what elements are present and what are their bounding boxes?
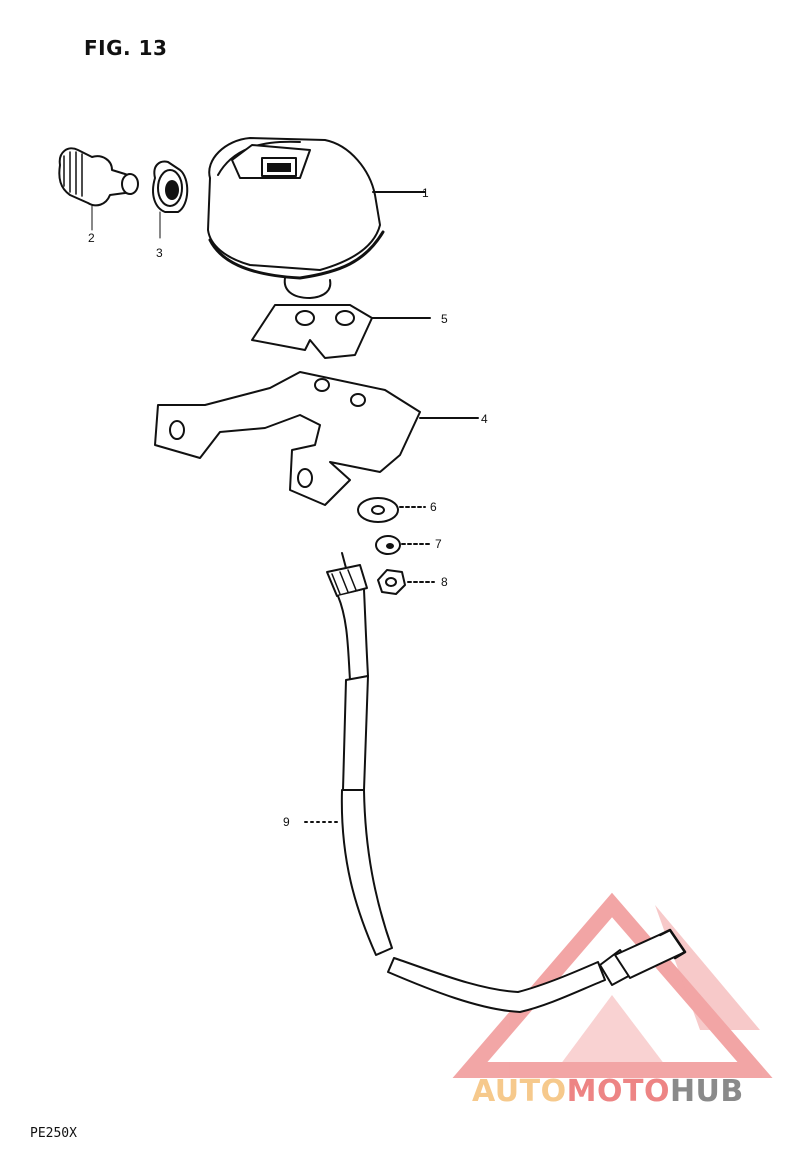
- grommet: [152, 160, 189, 239]
- callout-5: 5: [441, 312, 448, 326]
- lock-washer: [375, 535, 431, 555]
- figure-title: FIG. 13: [84, 36, 168, 60]
- watermark-logo-text: AUTOMOTOHUB: [472, 1074, 800, 1109]
- main-housing: [207, 137, 426, 299]
- callout-7: 7: [435, 537, 442, 551]
- model-code-label: PE250X: [30, 1126, 77, 1141]
- watermark-triangle-icon: [452, 892, 773, 1078]
- watermark-part-2: MOTO: [566, 1074, 670, 1109]
- callout-1: 1: [422, 186, 429, 200]
- mounting-bracket: [154, 371, 479, 506]
- nut: [377, 569, 435, 595]
- watermark-part-1: AUTO: [472, 1074, 567, 1109]
- callout-6: 6: [430, 500, 437, 514]
- mounting-plate: [251, 304, 431, 359]
- washer: [357, 497, 426, 523]
- callout-9: 9: [283, 815, 290, 829]
- callout-2: 2: [88, 231, 95, 245]
- callout-8: 8: [441, 575, 448, 589]
- callout-3: 3: [156, 246, 163, 260]
- connector-plug: [58, 147, 139, 231]
- cable-assembly: [304, 552, 687, 1013]
- watermark-part-3: HUB: [669, 1074, 744, 1109]
- callout-4: 4: [481, 412, 488, 426]
